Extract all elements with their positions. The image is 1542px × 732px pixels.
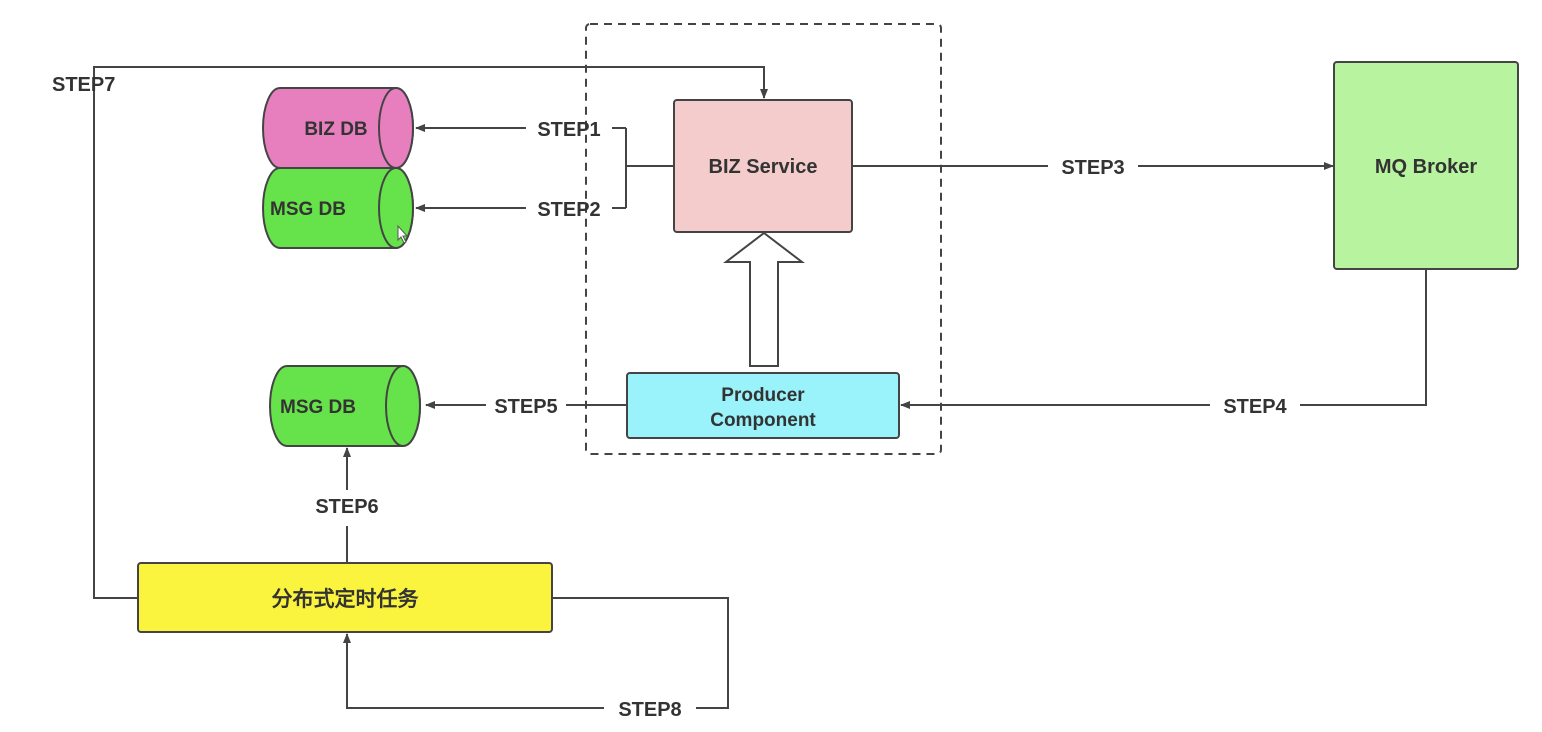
step6-label: STEP6	[315, 496, 378, 518]
mouse-cursor-icon	[397, 224, 409, 244]
msg-db-top-node: MSG DB	[262, 167, 414, 249]
msg-db-bottom-node: MSG DB	[269, 365, 421, 447]
step7-label: STEP7	[52, 74, 115, 96]
step3-label: STEP3	[1061, 157, 1124, 179]
edge-step7	[93, 66, 768, 599]
mq-broker-node: MQ Broker	[1333, 61, 1519, 270]
msg-db-top-label: MSG DB	[270, 199, 346, 220]
hollow-up-arrow	[723, 231, 805, 367]
step4-label: STEP4	[1223, 396, 1287, 418]
step2-label: STEP2	[537, 199, 600, 221]
biz-db-label: BIZ DB	[304, 119, 367, 140]
producer-label-line1: Producer	[721, 385, 805, 406]
biz-service-label: BIZ Service	[709, 156, 818, 178]
step5-label: STEP5	[494, 396, 557, 418]
step8-label: STEP8	[618, 699, 681, 721]
mq-broker-label: MQ Broker	[1375, 156, 1477, 178]
biz-db-node: BIZ DB	[262, 87, 414, 169]
edge-step1-step2-bracket	[625, 128, 674, 208]
scheduler-label: 分布式定时任务	[272, 587, 420, 611]
step1-label: STEP1	[537, 119, 600, 141]
msg-db-bottom-label: MSG DB	[280, 397, 356, 418]
biz-service-node: BIZ Service	[673, 99, 853, 233]
service-group-boundary	[585, 23, 942, 455]
producer-component-node: Producer Component	[626, 372, 900, 439]
scheduler-node: 分布式定时任务	[137, 562, 553, 633]
producer-label-line2: Component	[710, 410, 816, 431]
edge-step4	[901, 269, 1427, 405]
edge-step8	[347, 597, 729, 709]
